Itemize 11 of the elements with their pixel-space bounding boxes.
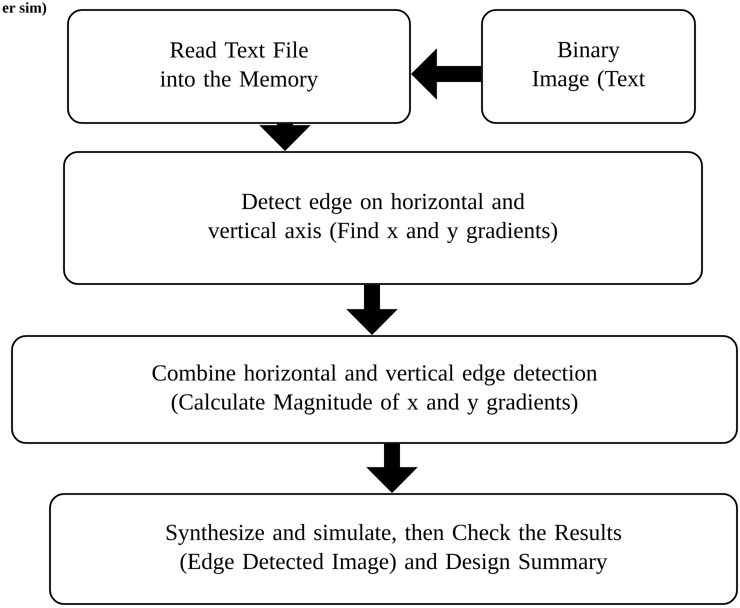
process-box — [11, 335, 738, 444]
process-box — [49, 493, 738, 605]
box-text: Synthesize and simulate, then Check the Results (Edge Detected Image) and Design Summary — [166, 524, 622, 574]
box-text: Combine horizontal and vertical edge detection (Calculate Magnitude of x and y gradients) — [152, 364, 598, 414]
caption-fragment: er sim) — [2, 2, 46, 16]
process-box — [63, 151, 703, 285]
box-text: Detect edge on horizontal and vertical axis (Find x and y gradients) — [208, 193, 558, 243]
process-box — [67, 9, 411, 124]
box-text: Read Text File into the Memory — [160, 42, 318, 92]
box-text: Binary Image (Text — [532, 42, 646, 92]
process-box — [481, 9, 696, 124]
